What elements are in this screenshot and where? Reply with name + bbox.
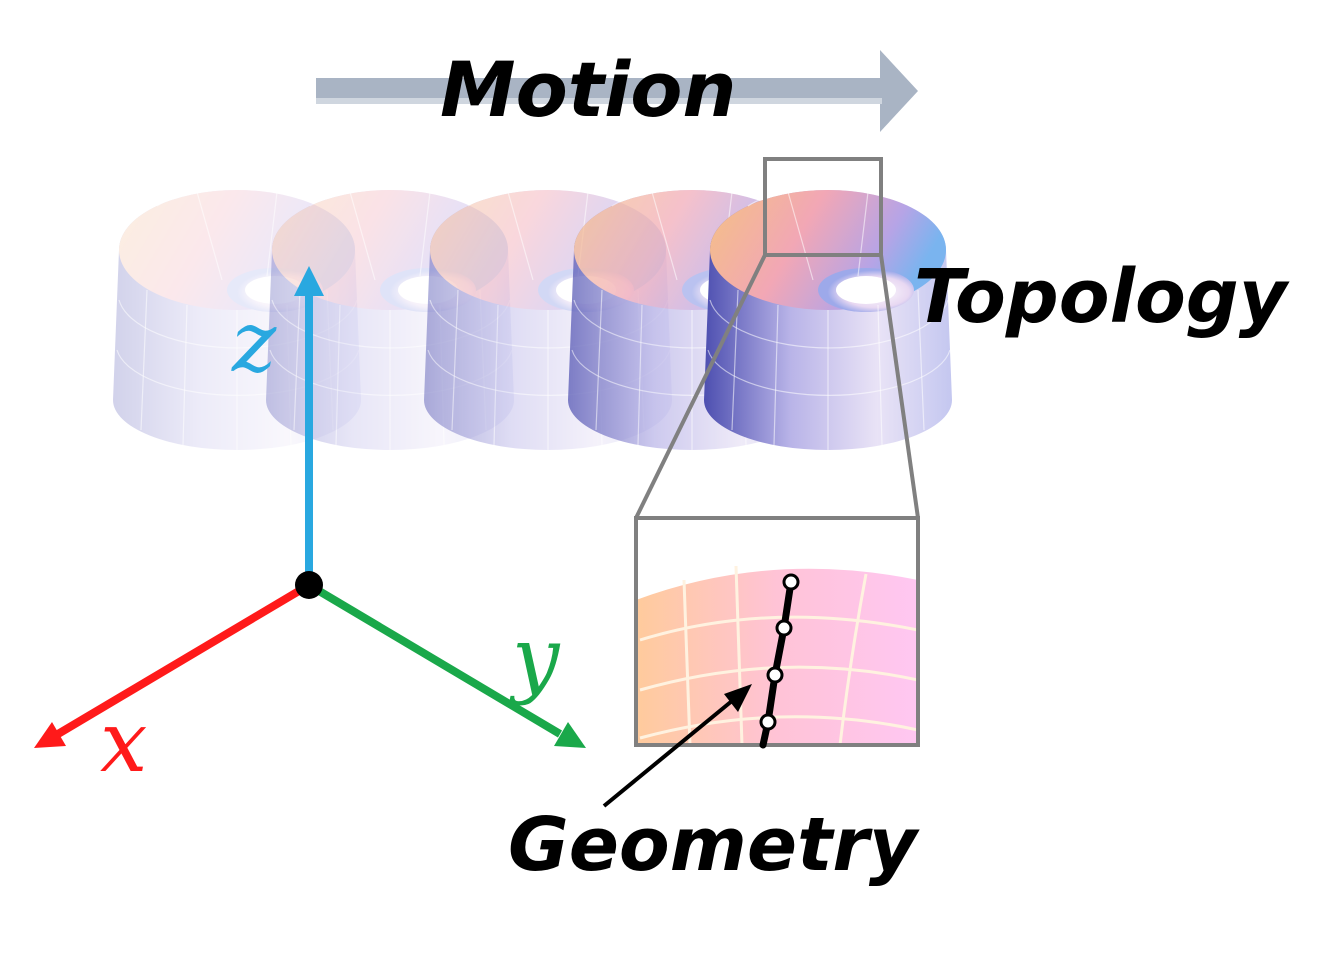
topology-label: Topology	[914, 254, 1287, 340]
geometry-label: Geometry	[508, 802, 918, 888]
geometry-vertex	[775, 619, 793, 637]
geometry-pointer-arrow	[602, 684, 752, 808]
geometry-vertex	[759, 713, 777, 731]
zoom-inset	[634, 516, 920, 749]
x-axis	[34, 581, 312, 748]
x-axis-label: x	[100, 693, 148, 791]
geometry-vertex	[782, 573, 800, 591]
y-axis	[306, 581, 586, 748]
zoom-connector-right	[879, 254, 920, 519]
motion-label: Motion	[440, 45, 737, 134]
origin-point	[295, 571, 323, 599]
zoom-connector-left	[634, 254, 767, 519]
y-axis-label: y	[512, 609, 560, 707]
motion-arrow	[316, 50, 918, 132]
z-axis	[294, 266, 324, 585]
geometry-vertex	[766, 666, 784, 684]
zoom-source-box	[763, 157, 883, 257]
z-axis-label: z	[232, 293, 277, 391]
